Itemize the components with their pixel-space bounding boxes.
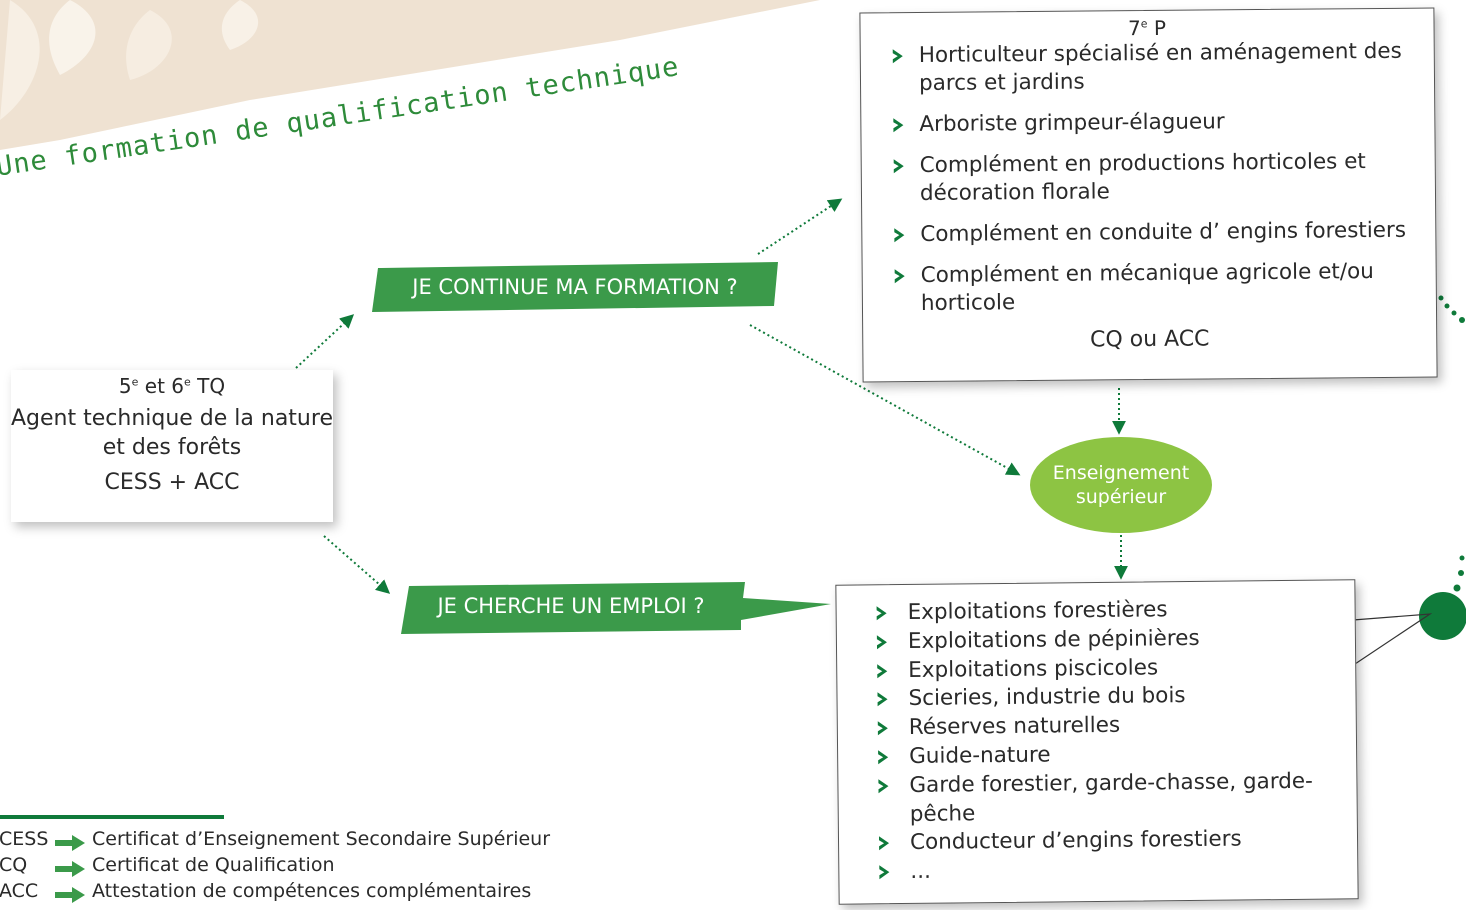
list-item: Scieries, industrie du bois <box>875 681 1335 715</box>
legend-rule <box>0 815 224 819</box>
list-item: Horticulteur spécialisé en aménagement d… <box>891 38 1411 99</box>
list-item: Arboriste grimpeur-élagueur <box>891 107 1411 140</box>
list-item: Exploitations de pépinières <box>875 623 1335 657</box>
list-item: Complément en productions horticoles et … <box>892 148 1412 209</box>
list-item: Complément en mécanique agricole et/ou h… <box>893 258 1413 319</box>
callout-pointer <box>1336 613 1433 677</box>
list-item: ... <box>877 854 1337 888</box>
header-band <box>0 0 820 150</box>
job-banner: JE CHERCHE UN EMPLOI ? <box>401 580 831 636</box>
legend-row: CESS Certificat d’Enseignement Secondair… <box>0 826 600 852</box>
legend-row: ACC Attestation de compétences complémen… <box>0 878 600 904</box>
start-box-level: 5e et 6e TQ <box>118 374 226 398</box>
list-item: Complément en conduite d’ engins foresti… <box>892 217 1412 250</box>
connector-continue-to-higher <box>749 324 1021 476</box>
start-box: 5e et 6e TQ Agent technique de la nature… <box>11 370 333 522</box>
list-item: Guide-nature <box>876 738 1336 772</box>
legend-full: Certificat d’Enseignement Secondaire Sup… <box>92 828 551 850</box>
higher-education-line2: supérieur <box>1075 486 1167 508</box>
arrow-right-icon <box>55 832 85 858</box>
legend-full: Attestation de compétences complémentair… <box>92 880 532 902</box>
list-item: Exploitations piscicoles <box>875 652 1335 686</box>
list-item: Conducteur d’engins forestiers <box>877 825 1337 859</box>
seventh-year-box: 7e P Horticulteur spécialisé en aménagem… <box>859 7 1438 383</box>
legend-full: Certificat de Qualification <box>92 854 335 876</box>
legend-abbr: CESS <box>0 828 49 850</box>
seventh-year-certificate: CQ ou ACC <box>1089 326 1210 353</box>
start-box-name: Agent technique de la nature et des forê… <box>11 406 333 460</box>
connector-start-to-job <box>323 535 391 594</box>
job-banner-label: JE CHERCHE UN EMPLOI ? <box>437 594 705 618</box>
arrow-right-icon <box>55 858 85 884</box>
legend-row: CQ Certificat de Qualification <box>0 852 600 878</box>
legend-abbr: ACC <box>0 880 39 902</box>
list-item: Garde forestier, garde-chasse, garde-pêc… <box>876 767 1337 829</box>
connector-start-to-continue <box>295 314 355 369</box>
legend: CESS Certificat d’Enseignement Secondair… <box>0 816 600 904</box>
jobs-list: Exploitations forestières Exploitations … <box>874 595 1337 888</box>
legend-abbr: CQ <box>0 854 28 876</box>
list-item: Réserves naturelles <box>876 710 1336 744</box>
list-item: Exploitations forestières <box>874 595 1334 629</box>
continue-banner-label: JE CONTINUE MA FORMATION ? <box>412 275 738 299</box>
arrow-right-icon <box>55 884 85 910</box>
decorative-dots <box>1419 295 1466 640</box>
start-box-certificate: CESS + ACC <box>104 470 240 495</box>
seventh-year-list: Horticulteur spécialisé en aménagement d… <box>891 38 1413 319</box>
continue-banner-shape <box>372 262 778 312</box>
connector-continue-to-7p <box>757 198 843 255</box>
continue-banner: JE CONTINUE MA FORMATION ? <box>372 262 778 314</box>
higher-education-line1: Enseignement <box>1052 462 1190 484</box>
job-banner-shape <box>401 582 831 634</box>
higher-education-node: Enseignement supérieur <box>1030 437 1212 533</box>
jobs-box: Exploitations forestières Exploitations … <box>835 579 1359 905</box>
